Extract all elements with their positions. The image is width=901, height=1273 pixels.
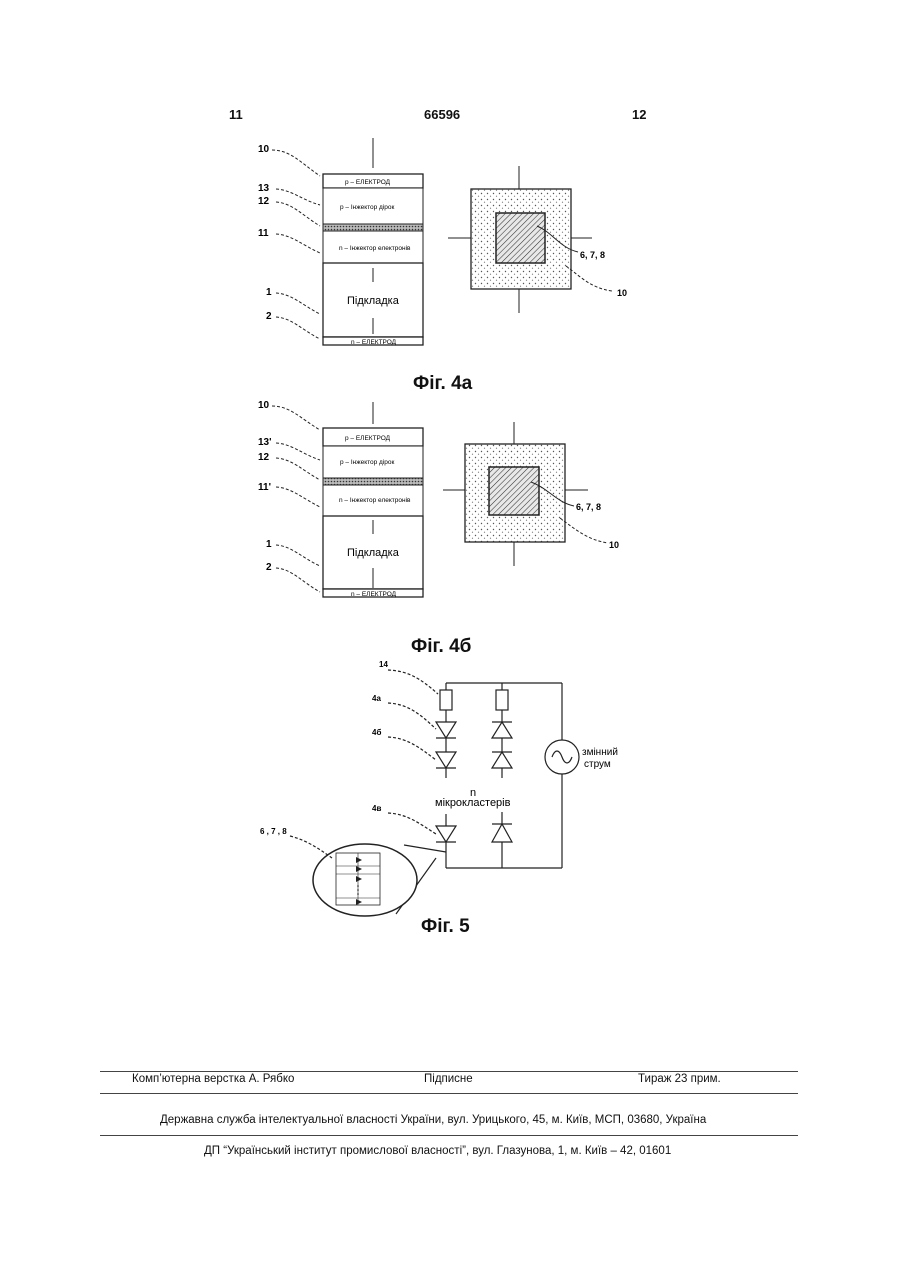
fig4b-caption: Фіг. 4б: [411, 636, 471, 658]
footer-rule-middle: [100, 1093, 798, 1094]
fig4a-ref-13: 13: [258, 183, 270, 194]
fig4a-hole-injector-label: p – Інжектор дірок: [340, 203, 395, 211]
fig5-ref-4a: 4а: [372, 694, 381, 703]
fig4b-ref-10: 10: [258, 400, 270, 411]
fig4b-substrate-label: Підкладка: [347, 547, 400, 559]
fig5-ref-4v: 4в: [372, 804, 381, 813]
footer-agency: Державна служба інтелектуальної власност…: [160, 1114, 706, 1126]
fig5-circuit: [290, 670, 579, 916]
fig4b-ref-13: 13': [258, 437, 272, 448]
footer-signed: Підписне: [424, 1073, 473, 1085]
fig4a-p-electrode-label: p – ЕЛЕКТРОД: [345, 179, 391, 186]
fig4a-ref-10: 10: [258, 144, 270, 155]
fig4b-top-view: [443, 422, 608, 566]
fig5-ref-4b: 4б: [372, 728, 381, 737]
fig5-caption: Фіг. 5: [421, 916, 470, 938]
fig5-ref-14: 14: [379, 660, 388, 669]
fig4a-ref-1: 1: [266, 287, 272, 298]
fig4b-ref-10-topview: 10: [609, 540, 619, 550]
fig4b-ref-2: 2: [266, 562, 272, 573]
fig5-ac-label-2: струм: [584, 759, 611, 770]
fig4a-caption: Фіг. 4а: [413, 373, 472, 395]
fig4b-p-electrode-label: p – ЕЛЕКТРОД: [345, 435, 391, 442]
footer-circulation: Тираж 23 прим.: [638, 1073, 721, 1085]
fig4a-n-electrode-label: n – ЕЛЕКТРОД: [351, 339, 397, 346]
fig4a-ref-678: 6, 7, 8: [580, 250, 605, 260]
fig4a-ref-11: 11: [258, 228, 269, 239]
fig4a-ref-2: 2: [266, 311, 272, 322]
fig4b-ref-11: 11': [258, 482, 271, 493]
fig4b-ref-12: 12: [258, 452, 270, 463]
footer-layout-by: Комп’ютерна верстка А. Рябко: [132, 1073, 294, 1085]
fig4a-electron-injector-label: n – Інжектор електронів: [339, 244, 411, 252]
fig4a-top-view: [448, 166, 612, 313]
footer-institute: ДП “Український інститут промислової вла…: [204, 1145, 671, 1157]
fig5-ref-678: 6 , 7 , 8: [260, 827, 287, 836]
fig4a-ref-12: 12: [258, 196, 270, 207]
fig4b-electron-injector-label: n – Інжектор електронів: [339, 496, 411, 504]
fig5-ac-label-1: змінний: [582, 747, 618, 758]
fig5-micro-label: мікрокластерів: [435, 797, 511, 809]
footer-rule-bottom: [100, 1135, 798, 1136]
fig4b-ref-678: 6, 7, 8: [576, 502, 601, 512]
footer-rule-top: [100, 1071, 798, 1072]
fig4a-stack: [272, 138, 423, 345]
fig4a-ref-10-topview: 10: [617, 288, 627, 298]
fig4b-hole-injector-label: p – Інжектор дірок: [340, 458, 395, 466]
fig4b-n-electrode-label: n – ЕЛЕКТРОД: [351, 591, 397, 598]
fig4b-ref-1: 1: [266, 539, 272, 550]
fig4a-substrate-label: Підкладка: [347, 295, 400, 307]
